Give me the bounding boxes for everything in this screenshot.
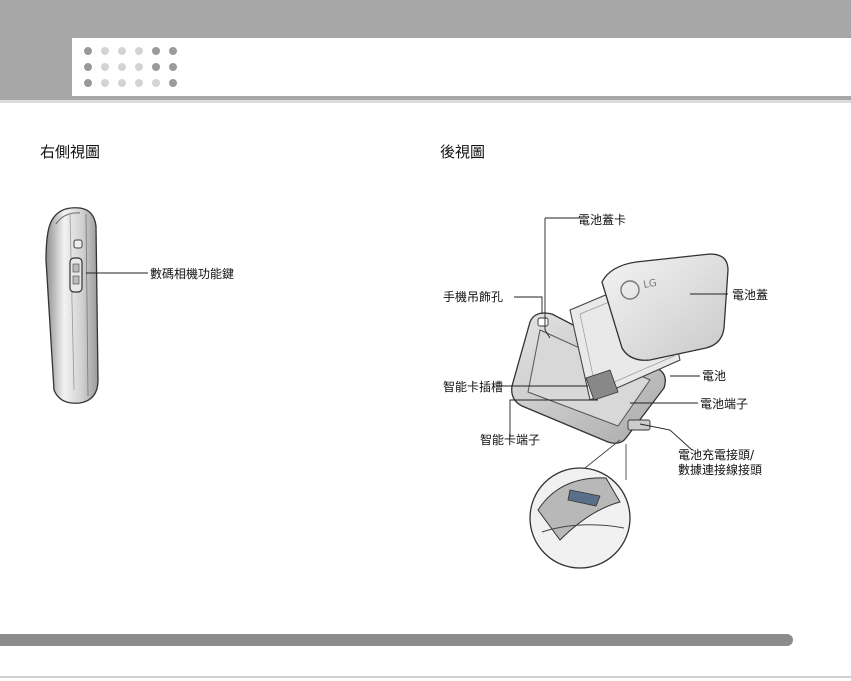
header-left-tab xyxy=(0,38,72,96)
callout-charger-connector-line1: 電池充電接頭/ xyxy=(678,448,754,462)
header-dot xyxy=(101,79,109,87)
header-dot xyxy=(118,47,126,55)
header-band xyxy=(0,0,851,38)
header-dot xyxy=(169,79,177,87)
lg-logo-text: LG xyxy=(643,278,658,291)
callout-charger-connector-line2: 數據連接線接頭 xyxy=(678,463,762,477)
header-dot xyxy=(169,47,177,55)
battery-cover xyxy=(602,254,728,360)
camera-key xyxy=(70,258,82,292)
callout-sim-terminal: 智能卡端子 xyxy=(480,433,540,447)
leader-strap-hole xyxy=(514,297,542,314)
right-view-title: 右側視圖 xyxy=(40,141,100,162)
header-dot xyxy=(84,63,92,71)
header-dot xyxy=(101,63,109,71)
strap-hole-icon xyxy=(74,240,82,248)
header-dot xyxy=(84,47,92,55)
header-dot xyxy=(118,79,126,87)
callout-sim-slot: 智能卡插槽 xyxy=(443,380,503,394)
header-dot xyxy=(135,79,143,87)
header-dot xyxy=(135,47,143,55)
callout-cover-latch: 電池蓋卡 xyxy=(578,213,626,227)
callout-strap-hole: 手機吊飾孔 xyxy=(443,290,503,304)
header-dot xyxy=(118,63,126,71)
callout-battery-terminal: 電池端子 xyxy=(700,397,748,411)
footer-bar xyxy=(0,634,793,646)
callout-camera-key: 數碼相機功能鍵 xyxy=(150,267,234,281)
callout-battery-cover: 電池蓋 xyxy=(732,288,768,302)
footer-rule xyxy=(0,676,851,678)
header-dot xyxy=(169,63,177,71)
header-dot xyxy=(152,47,160,55)
header-dot xyxy=(152,79,160,87)
rear-view-title: 後視圖 xyxy=(440,141,485,162)
header-dot xyxy=(101,47,109,55)
callout-battery: 電池 xyxy=(702,369,726,383)
header-dot xyxy=(135,63,143,71)
header-dot xyxy=(152,63,160,71)
strap-hole xyxy=(538,318,548,326)
header-panel xyxy=(72,38,851,96)
phone-right-side-illustration xyxy=(30,200,230,415)
header-dot xyxy=(84,79,92,87)
header-divider-shadow xyxy=(0,100,851,103)
